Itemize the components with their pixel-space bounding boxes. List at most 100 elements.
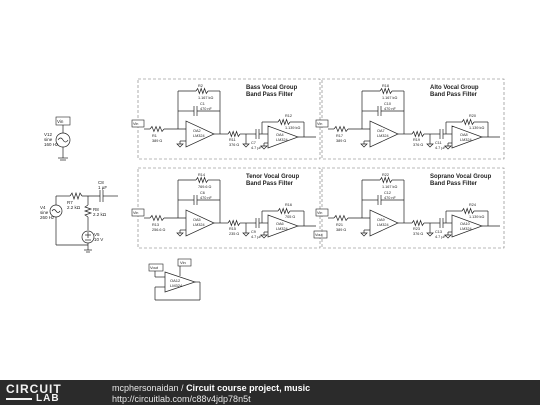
block-3-rin-name: R21 (336, 223, 343, 227)
block-3-cf-name: C12 (384, 191, 391, 195)
block-0-cmid-name: C7 (251, 141, 256, 145)
footer-bar: CIRCUIT LAB mcphersonaidan / Circuit cou… (0, 380, 540, 405)
r8-value: 2.2 kΩ (93, 212, 107, 217)
block-1-in-tag: Vin (317, 122, 322, 126)
block-3-rmid-value: 376 Ω (413, 232, 423, 236)
block-1-cf-name: C10 (384, 102, 391, 106)
block-0-cmid-value: 4.7 µF (251, 146, 263, 150)
block-2-rmid-value: 235 Ω (229, 232, 239, 236)
block-2-rin-value: 256.6 Ω (152, 228, 166, 232)
block-0-rfb2-name: R12 (285, 114, 292, 118)
footer-title: Circuit course project, music (186, 383, 311, 393)
block-2-cmid-value: 4.7 µF (251, 235, 263, 239)
buffer-name: OA12 (170, 278, 181, 283)
block-2-cmid-name: C9 (251, 230, 256, 234)
circuitlab-logo[interactable]: CIRCUIT LAB (6, 382, 96, 404)
block-3-rfb2-value: 1.139 kΩ (469, 215, 484, 219)
logo-bottom-text: LAB (36, 393, 60, 404)
block-3-title1: Soprano Vocal Group (430, 174, 492, 180)
block-0-rmid-value: 376 Ω (229, 143, 239, 147)
block-3-cmid-value: 4.7 µF (435, 235, 447, 239)
block-0-title2: Band Pass Filter (246, 92, 294, 98)
source-v12-type: sine (44, 137, 53, 142)
block-2-rf-name: R14 (198, 173, 205, 177)
block-3-rin-value: 389 Ω (336, 228, 346, 232)
block-2-out-tag: Vout (315, 233, 324, 237)
source-v12-value: 160 Hz (44, 142, 59, 147)
footer-meta: mcphersonaidan / Circuit course project,… (112, 383, 310, 405)
c8-value: 1 µF (98, 185, 107, 190)
block-3-rfb2-name: R24 (469, 203, 476, 207)
c8-name: C8 (98, 180, 104, 185)
buffer-tag-out: Vin (180, 260, 186, 265)
block-0-rfb2-value: 1.139 kΩ (285, 126, 300, 130)
block-2-rfb2-name: R16 (285, 203, 292, 207)
source-v4-network (49, 190, 118, 253)
block-2-rmid-name: R15 (229, 227, 236, 231)
block-3-oa1-model: LM324 (377, 223, 389, 227)
block-3-oa1-name: OA9 (377, 218, 385, 222)
block-3-cmid-name: C13 (435, 230, 442, 234)
source-v5-name: V5 (94, 232, 100, 237)
footer-separator: / (178, 383, 187, 393)
block-1-rin-value: 389 Ω (336, 139, 346, 143)
block-2-in-tag: Vin (133, 211, 138, 215)
block-1-cmid-name: C11 (435, 141, 442, 145)
block-2-title2: Band Pass Filter (246, 181, 294, 187)
block-1-rf-value: 1.167 kΩ (382, 96, 397, 100)
source-v4-type: sine (40, 210, 49, 215)
block-2-cf-value: 470 nF (200, 196, 213, 200)
block-2-cf-name: C6 (200, 191, 205, 195)
source-v5-value: 10 V (94, 237, 103, 242)
block-1-rfb2-value: 1.139 kΩ (469, 126, 484, 130)
block-1-rf-name: R18 (382, 84, 389, 88)
block-0-oa2-name: OA4 (276, 133, 284, 137)
buffer-tag-in: Vout (150, 265, 159, 270)
logo-top-text: CIRCUIT (6, 382, 62, 396)
block-3-oa2-name: OA10 (460, 222, 470, 226)
block-1-rmid-name: R19 (413, 138, 420, 142)
footer-author[interactable]: mcphersonaidan (112, 383, 179, 393)
logo-bar (6, 398, 32, 400)
block-2-rf-value: 769.6 Ω (198, 185, 212, 189)
block-1-rfb2-name: R20 (469, 114, 476, 118)
block-1-title1: Alto Vocal Group (430, 85, 479, 91)
block-2-oa2-name: OA6 (276, 222, 284, 226)
block-3-rf-name: R22 (382, 173, 389, 177)
source-v12 (55, 116, 71, 161)
r8-name: R8 (93, 207, 99, 212)
block-0-cf-value: 470 nF (200, 107, 213, 111)
block-3-rmid-name: R23 (413, 227, 420, 231)
block-1-oa1-name: OA7 (377, 129, 385, 133)
block-0-title1: Bass Vocal Group (246, 85, 298, 91)
block-1-rin-name: R17 (336, 134, 343, 138)
block-3-in-tag: Vin (317, 211, 322, 215)
block-2-oa2-model: LM324 (276, 227, 288, 231)
buffer-oa12 (148, 258, 201, 301)
block-0-rf-name: R2 (198, 84, 203, 88)
buffer-model: LM324 (170, 283, 183, 288)
block-0-rin-value: 389 Ω (152, 139, 162, 143)
block-0-rf-value: 1.167 kΩ (198, 96, 213, 100)
block-0-oa1-model: LM324 (193, 134, 205, 138)
footer-url[interactable]: http://circuitlab.com/c88v4jdp78n5t (112, 394, 251, 404)
block-2-title1: Tenor Vocal Group (246, 174, 299, 180)
block-2-oa1-model: LM324 (193, 223, 205, 227)
block-0-rin-name: R1 (152, 134, 157, 138)
block-0-oa1-name: OA2 (193, 129, 201, 133)
block-1-oa1-model: LM324 (377, 134, 389, 138)
source-v12-tag: Vin (57, 119, 64, 124)
block-3-cf-value: 470 nF (384, 196, 397, 200)
block-1-title2: Band Pass Filter (430, 92, 478, 98)
block-0-cf-name: C1 (200, 102, 205, 106)
block-1-oa2-model: LM324 (460, 138, 472, 142)
source-v12-name: V12 (44, 132, 53, 137)
block-1-rmid-value: 376 Ω (413, 143, 423, 147)
block-1-oa2-name: OA8 (460, 133, 468, 137)
